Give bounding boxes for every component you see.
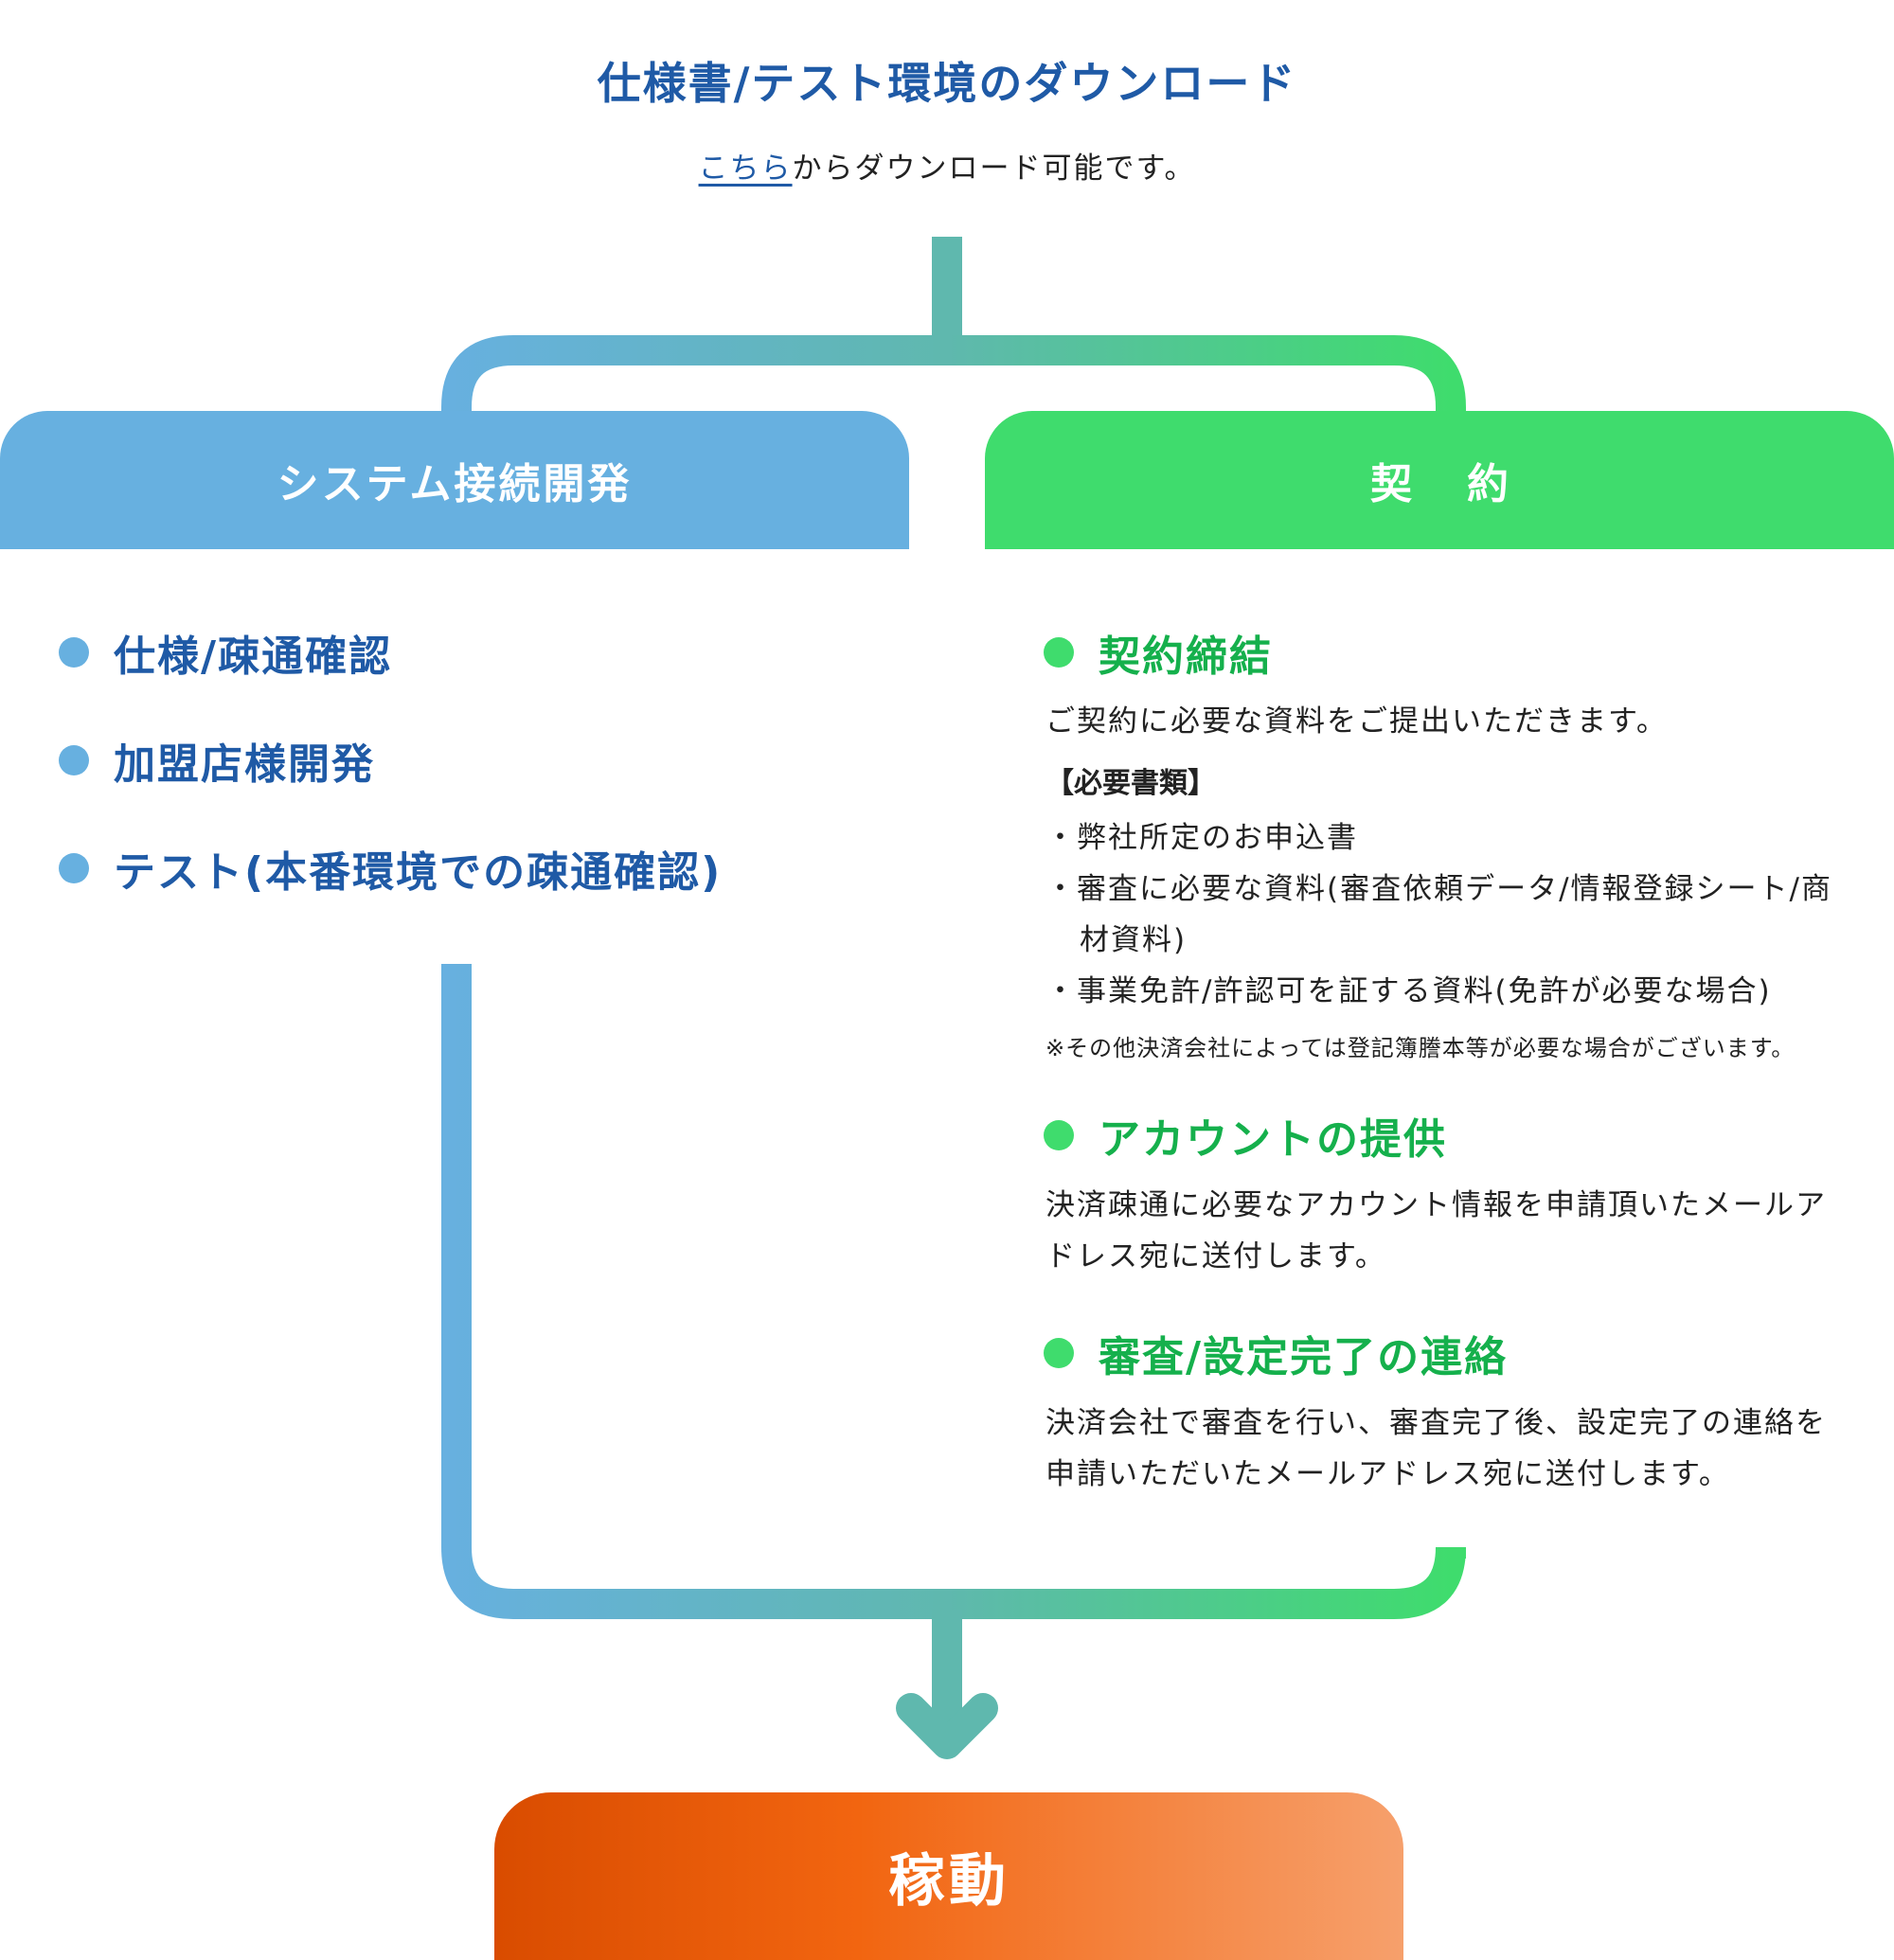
left-item-spec-check: 仕様/疎通確認 xyxy=(59,622,392,683)
bullet-dot-icon xyxy=(1044,1120,1074,1150)
right-section-account: アカウントの提供 xyxy=(1044,1105,1447,1166)
download-suffix: からダウンロード可能です。 xyxy=(792,151,1196,186)
list-item: ・事業免許/許認可を証する資料(免許が必要な場合) xyxy=(1045,974,1772,1008)
section-text: 決済会社で審査を行い、審査完了後、設定完了の連絡を申請いただいたメールアドレス宛… xyxy=(1045,1406,1827,1491)
section-text: ご契約に必要な資料をご提出いただきます。 xyxy=(1045,704,1668,739)
bottom-merge-line xyxy=(441,964,1466,1619)
list-item: ・審査に必要な資料(審査依頼データ/情報登録シート/商材資料) xyxy=(1045,872,1832,957)
list-item: ・弊社所定のお申込書 xyxy=(1045,821,1358,855)
bullet-dot-icon xyxy=(1044,1338,1074,1368)
right-section-review: 審査/設定完了の連絡 xyxy=(1044,1323,1508,1383)
bullet-dot-icon xyxy=(59,853,89,883)
section-title: 契約締結 xyxy=(1099,633,1273,681)
left-item-label: 加盟店様開発 xyxy=(114,740,375,789)
left-item-label: テスト(本番環境での疎通確認) xyxy=(114,848,723,897)
download-line: こちらからダウンロード可能です。 xyxy=(0,144,1894,187)
contract-header: 契約 xyxy=(985,411,1894,549)
section-title: 審査/設定完了の連絡 xyxy=(1099,1333,1509,1381)
left-item-merchant-dev: 加盟店様開発 xyxy=(59,730,375,791)
required-docs-list: ・弊社所定のお申込書 ・審査に必要な資料(審査依頼データ/情報登録シート/商材資… xyxy=(1045,812,1860,1017)
bullet-dot-icon xyxy=(1044,637,1074,668)
section-title: アカウントの提供 xyxy=(1099,1115,1447,1164)
download-link[interactable]: こちら xyxy=(698,151,793,186)
operation-box: 稼動 xyxy=(494,1792,1403,1960)
down-arrow-icon xyxy=(896,1693,998,1759)
right-section-contract: 契約締結 xyxy=(1044,622,1273,683)
bullet-dot-icon xyxy=(59,637,89,668)
docs-note: ※その他決済会社によっては登記簿謄本等が必要な場合がございます。 xyxy=(1045,1035,1796,1061)
bullet-dot-icon xyxy=(59,745,89,775)
left-item-label: 仕様/疎通確認 xyxy=(114,633,393,681)
section-text: 決済疎通に必要なアカウント情報を申請頂いたメールアドレス宛に送付します。 xyxy=(1045,1188,1827,1274)
required-docs-label: 【必要書類】 xyxy=(1045,767,1216,800)
top-split-line xyxy=(441,335,1466,411)
left-item-test: テスト(本番環境での疎通確認) xyxy=(59,838,722,899)
page-title: 仕様書/テスト環境のダウンロード xyxy=(597,58,1297,109)
system-dev-header: システム接続開発 xyxy=(0,411,909,549)
